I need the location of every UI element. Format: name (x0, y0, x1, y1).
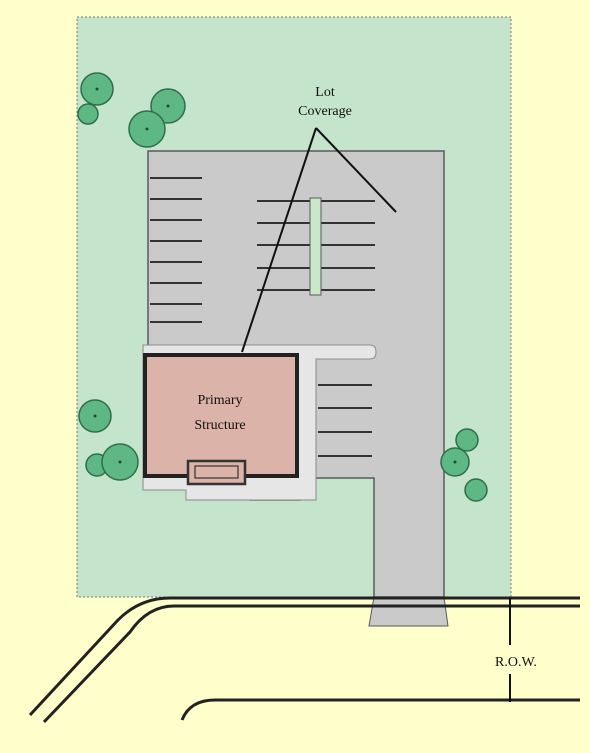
driveway-apron (368, 596, 449, 627)
primary-structure (143, 353, 299, 478)
road-curbs (28, 596, 580, 724)
primary-structure-label-line1: Primary (197, 393, 242, 408)
tree-icon (77, 103, 99, 125)
entry-porch (186, 459, 247, 486)
entry-porch-inner (194, 465, 239, 479)
parking-stripes-right (318, 384, 372, 457)
tree-icon (455, 428, 479, 452)
row-label: R.O.W. (495, 655, 537, 670)
lot-coverage-leaders (241, 127, 397, 353)
tree-trunk-dots (93, 87, 457, 464)
lot-coverage-label-line1: Lot (315, 85, 335, 100)
primary-structure-label-line2: Structure (194, 418, 245, 433)
planter-island (309, 197, 322, 296)
parking-stripes-left (150, 177, 202, 323)
lot-coverage-label-line2: Coverage (298, 104, 352, 119)
tree-icon (464, 478, 488, 502)
